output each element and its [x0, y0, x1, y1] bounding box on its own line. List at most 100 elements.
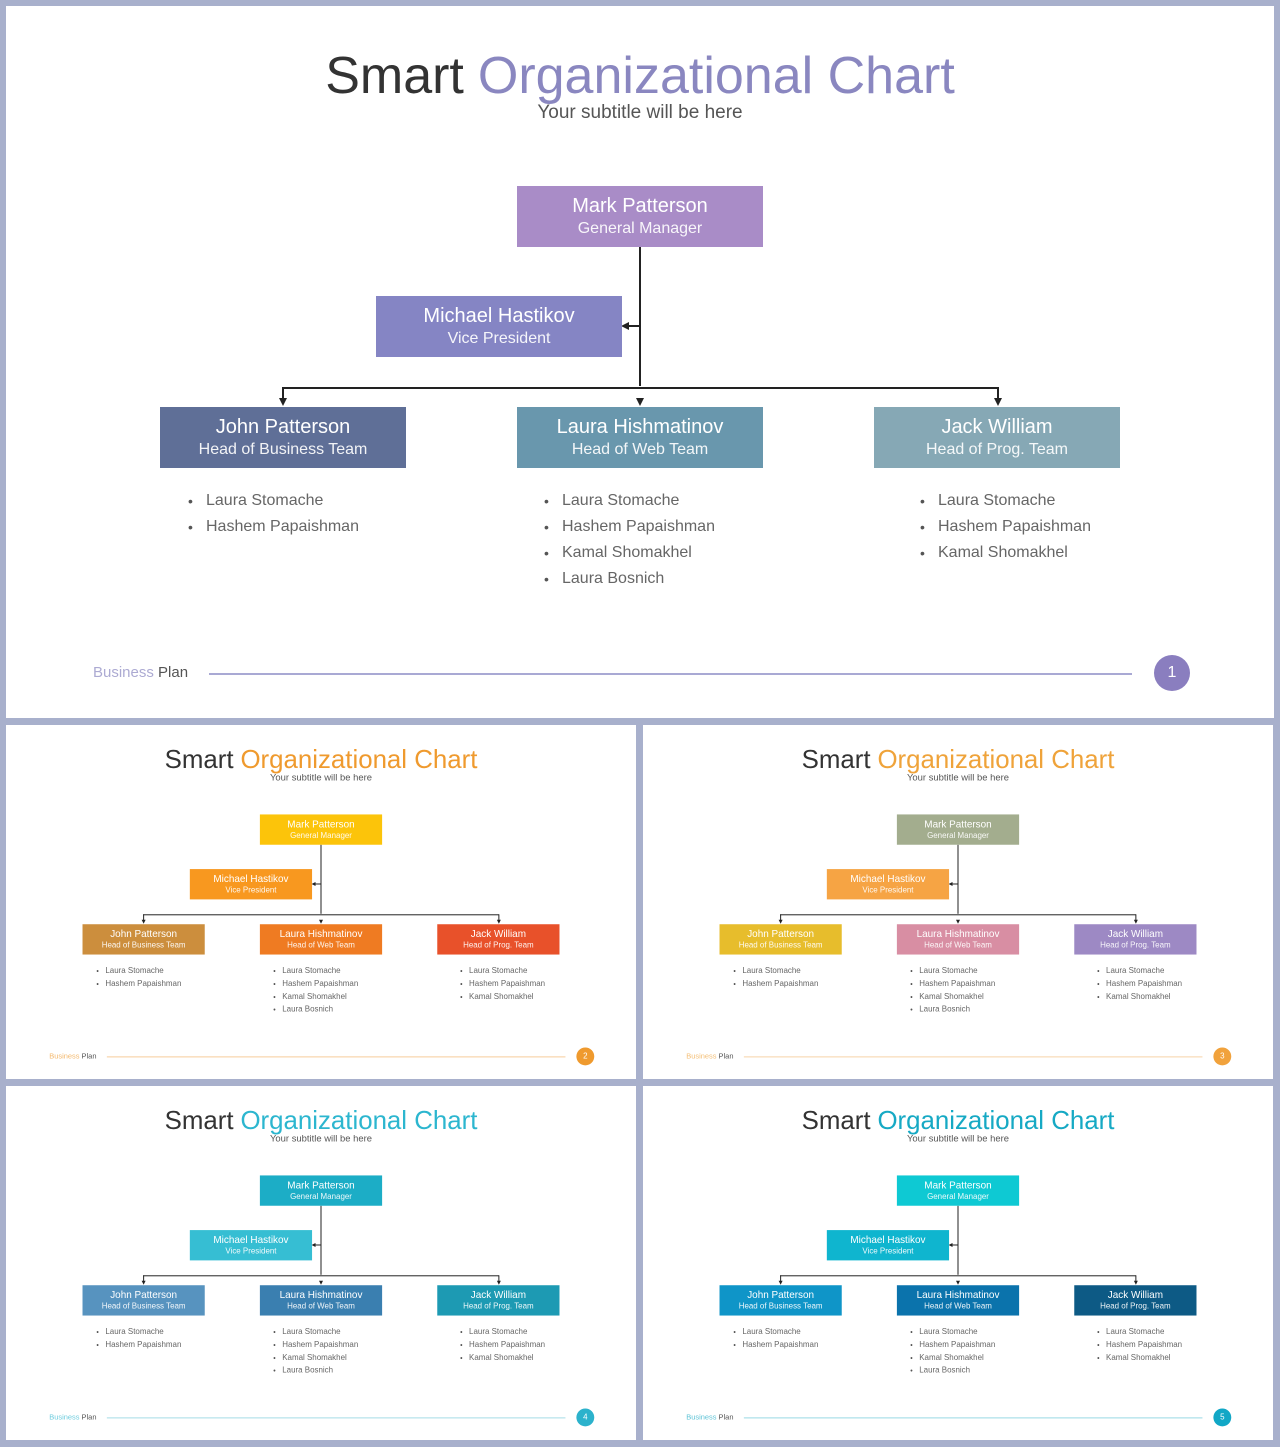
list-item: Hashem Papaishman	[910, 1338, 995, 1351]
footer-business: Business	[49, 1412, 80, 1422]
slide-subtitle: Your subtitle will be here	[270, 1133, 372, 1145]
arrow-down-icon	[141, 1280, 146, 1285]
list-item: Laura Stomache	[920, 488, 1091, 514]
person-name: Michael Hastikov	[213, 1234, 289, 1246]
slide-subtitle: Your subtitle will be here	[907, 772, 1009, 784]
person-role: Head of Prog. Team	[1100, 941, 1171, 950]
footer-divider	[743, 1056, 1203, 1058]
arrow-left-icon	[311, 1243, 316, 1247]
person-name: Mark Patterson	[287, 818, 355, 830]
arrow-down-icon	[319, 1280, 323, 1285]
person-role: Vice President	[225, 885, 277, 895]
list-item: Hashem Papaishman	[910, 977, 995, 990]
list-item: Hashem Papaishman	[1097, 977, 1182, 990]
list-item: Laura Stomache	[910, 964, 995, 977]
person-role: General Manager	[577, 220, 703, 237]
footer-divider	[209, 673, 1132, 675]
slide-subtitle: Your subtitle will be here	[270, 772, 372, 784]
person-name: Michael Hastikov	[850, 1234, 926, 1246]
team-members-list: Laura StomacheHashem PapaishmanKamal Sho…	[1097, 1325, 1182, 1364]
list-item: Hashem Papaishman	[544, 514, 715, 540]
list-item: Laura Bosnich	[910, 1364, 995, 1377]
person-name: Laura Hishmatinov	[279, 928, 363, 940]
person-name: John Patterson	[110, 1289, 178, 1301]
list-item: Kamal Shomakhel	[910, 990, 995, 1003]
person-name: Mark Patterson	[572, 195, 708, 217]
person-name: Laura Hishmatinov	[916, 1289, 1000, 1301]
list-item: Laura Bosnich	[273, 1003, 358, 1016]
arrow-left-icon	[948, 1243, 953, 1247]
footer-business: Business	[49, 1051, 80, 1061]
person-role: Head of Business Team	[738, 1302, 823, 1311]
list-item: Laura Stomache	[733, 964, 818, 977]
list-item: Hashem Papaishman	[460, 977, 545, 990]
connector-line	[320, 844, 322, 914]
title-main: Smart	[164, 1106, 234, 1136]
person-role: Head of Web Team	[571, 441, 709, 458]
person-role: General Manager	[927, 1192, 989, 1201]
arrow-down-icon	[778, 1280, 783, 1285]
connector-line	[143, 1275, 499, 1277]
team-members-list: Laura StomacheHashem Papaishman	[188, 488, 359, 540]
connector-line	[780, 914, 782, 921]
team-members-list: Laura StomacheHashem PapaishmanKamal Sho…	[920, 488, 1091, 566]
page-number-badge: 5	[1213, 1408, 1232, 1427]
arrow-down-icon	[1133, 919, 1138, 924]
person-name: Mark Patterson	[924, 818, 992, 830]
list-item: Hashem Papaishman	[273, 977, 358, 990]
connector-line	[320, 1205, 322, 1275]
footer-label: Business Plan	[686, 1413, 733, 1421]
person-role: Head of Business Team	[101, 941, 186, 950]
arrow-down-icon	[496, 919, 501, 924]
list-item: Hashem Papaishman	[460, 1338, 545, 1351]
list-item: Laura Stomache	[1097, 964, 1182, 977]
person-role: Head of Prog. Team	[925, 441, 1068, 458]
title-accent: Organizational Chart	[877, 745, 1115, 775]
person-role: Vice President	[447, 330, 551, 347]
person-role: Head of Web Team	[287, 1302, 355, 1311]
connector-line	[282, 387, 998, 389]
connector-line	[780, 914, 1136, 916]
arrow-down-icon	[1133, 1280, 1138, 1285]
person-role: Head of Web Team	[924, 1302, 992, 1311]
footer-divider	[106, 1417, 566, 1419]
list-item: Kamal Shomakhel	[273, 990, 358, 1003]
slide-subtitle: Your subtitle will be here	[537, 102, 743, 123]
connector-line	[1135, 914, 1137, 921]
team-members-list: Laura StomacheHashem PapaishmanKamal Sho…	[910, 1325, 995, 1377]
title-accent: Organizational Chart	[240, 1106, 478, 1136]
connector-line	[997, 387, 999, 399]
list-item: Hashem Papaishman	[920, 514, 1091, 540]
list-item: Hashem Papaishman	[1097, 1338, 1182, 1351]
list-item: Laura Stomache	[96, 964, 181, 977]
person-role: Vice President	[862, 1246, 914, 1256]
person-role: General Manager	[290, 831, 352, 840]
team-members-list: Laura StomacheHashem Papaishman	[96, 1325, 181, 1351]
connector-line	[314, 883, 321, 885]
team-members-list: Laura StomacheHashem Papaishman	[733, 964, 818, 990]
footer-business: Business	[686, 1051, 717, 1061]
arrow-left-icon	[621, 322, 629, 330]
list-item: Kamal Shomakhel	[1097, 1351, 1182, 1364]
connector-line	[627, 325, 639, 327]
team-members-list: Laura StomacheHashem PapaishmanKamal Sho…	[273, 1325, 358, 1377]
list-item: Kamal Shomakhel	[460, 990, 545, 1003]
list-item: Kamal Shomakhel	[910, 1351, 995, 1364]
arrow-down-icon	[956, 919, 960, 924]
footer-business: Business	[93, 664, 154, 681]
footer-plan: Plan	[718, 1412, 734, 1422]
page-number-badge: 4	[576, 1408, 595, 1427]
